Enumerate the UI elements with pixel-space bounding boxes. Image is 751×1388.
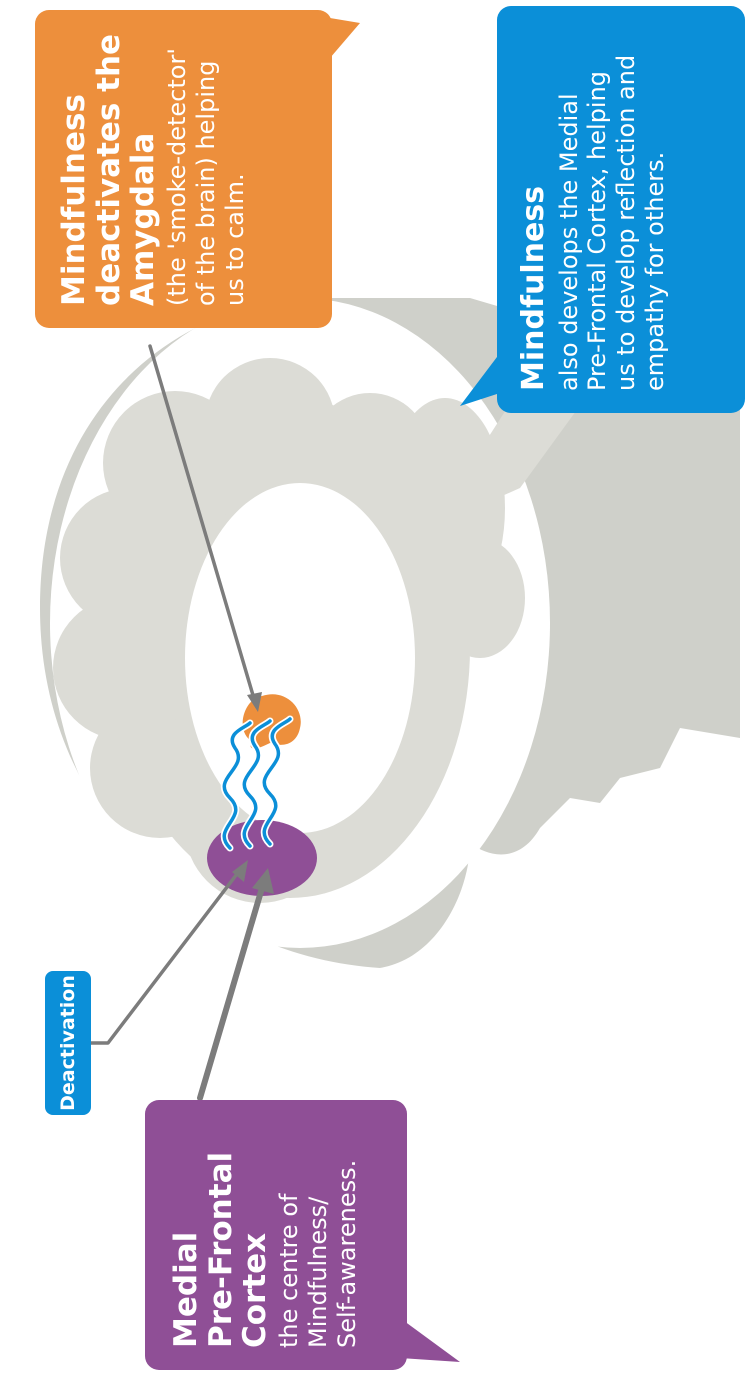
amygdala-title-line-1: Mindfulness [57, 32, 92, 306]
pfc-body-line-1: also develops the Medial [555, 28, 584, 391]
medial-prefrontal-cortex-callout-body: the centre of Mindfulness/ Self-awarenes… [275, 1122, 361, 1348]
amygdala-callout: Mindfulness deactivates the Amygdala (th… [35, 10, 332, 328]
prefrontal-development-callout: Mindfulness also develops the Medial Pre… [497, 6, 745, 413]
amygdala-callout-body: (the 'smoke-detector' of the brain) help… [163, 32, 249, 306]
mpfc-body-line-2: Mindfulness/ [304, 1122, 333, 1348]
amygdala-body-line-1: (the 'smoke-detector' [163, 32, 192, 306]
pfc-body-line-3: us to develop reflection and [612, 28, 641, 391]
amygdala-title-line-3: Amygdala [126, 32, 161, 306]
mpfc-title-line-2: Pre-Frontal [204, 1122, 239, 1348]
amygdala-title-line-2: deactivates the [92, 32, 127, 306]
pfc-body-line-4: empathy for others. [641, 28, 670, 391]
amygdala-body-line-3: us to calm. [221, 32, 250, 306]
amygdala-body-line-2: of the brain) helping [192, 32, 221, 306]
amygdala-callout-tail [330, 18, 360, 58]
mpfc-body-line-3: Self-awareness. [333, 1122, 362, 1348]
medial-prefrontal-cortex-callout: Medial Pre-Frontal Cortex the centre of … [145, 1100, 407, 1370]
mpfc-title-line-1: Medial [169, 1122, 204, 1348]
mpfc-body-line-1: the centre of [275, 1122, 304, 1348]
amygdala-callout-title: Mindfulness deactivates the Amygdala [57, 32, 161, 306]
prefrontal-development-callout-title: Mindfulness [517, 28, 551, 391]
medial-prefrontal-cortex-callout-title: Medial Pre-Frontal Cortex [169, 1122, 273, 1348]
deactivation-label-text: Deactivation [57, 975, 79, 1111]
mpfc-title-line-3: Cortex [238, 1122, 273, 1348]
pfc-body-line-2: Pre-Frontal Cortex, helping [583, 28, 612, 391]
mpfc-callout-tail [400, 1318, 460, 1362]
deactivation-label: Deactivation [45, 971, 91, 1115]
prefrontal-development-callout-body: also develops the Medial Pre-Frontal Cor… [555, 28, 670, 391]
